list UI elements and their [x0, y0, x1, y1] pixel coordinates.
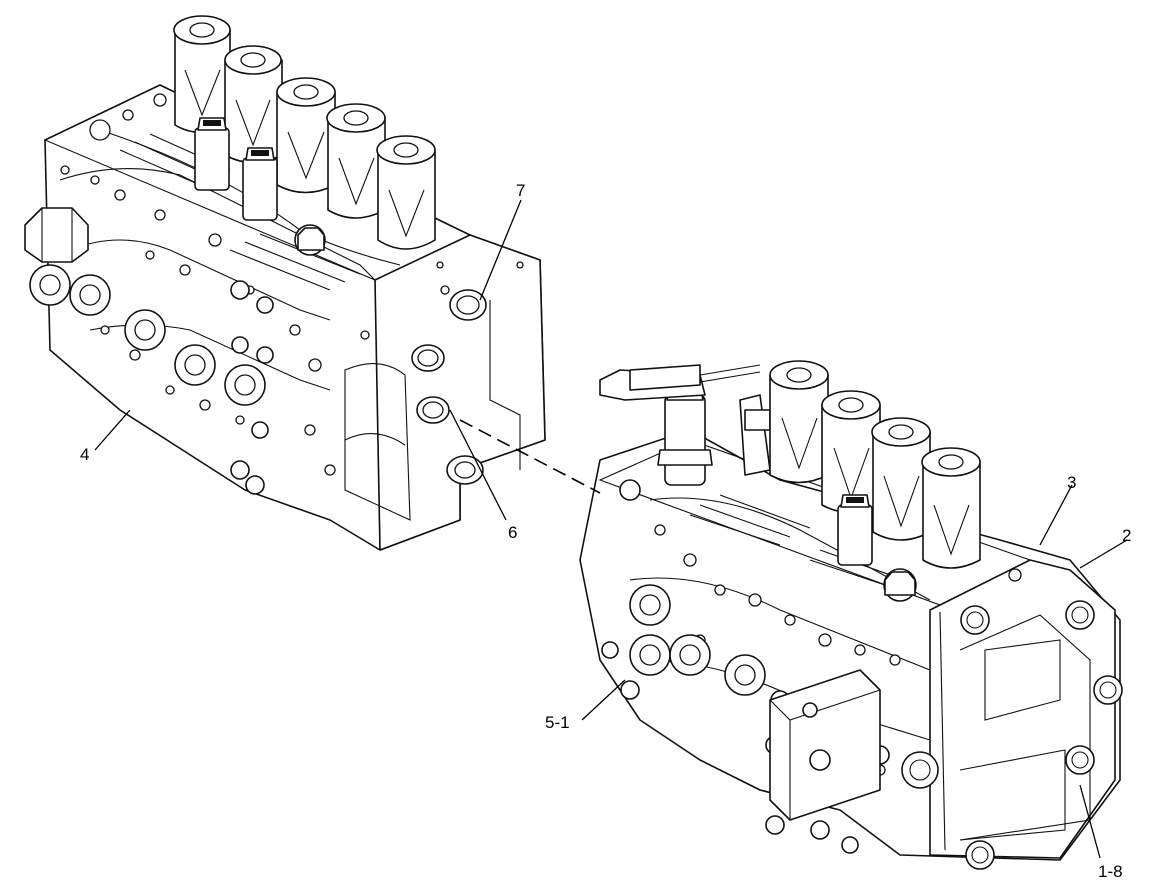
- callout-7: 7: [516, 181, 525, 200]
- spool-caps-upper: [173, 15, 436, 250]
- callout-labels: 7 6 4 3 2 5-1 1-8: [80, 181, 1131, 881]
- callout-3: 3: [1067, 473, 1076, 492]
- hex-plug: [24, 207, 89, 263]
- alignment-dashed-line: [459, 419, 601, 494]
- callout-4: 4: [80, 445, 89, 464]
- lower-valve-assembly: [579, 360, 1123, 870]
- upper-valve-assembly: [24, 15, 546, 551]
- spool-caps-lower: [769, 360, 981, 569]
- callout-5-1: 5-1: [545, 713, 570, 732]
- callout-2: 2: [1122, 526, 1131, 545]
- leader-lines: [94, 199, 1128, 859]
- callout-1-8: 1-8: [1098, 862, 1123, 881]
- callout-6: 6: [508, 523, 517, 542]
- compensator-block: [769, 669, 881, 821]
- main-relief-valve: [599, 364, 771, 486]
